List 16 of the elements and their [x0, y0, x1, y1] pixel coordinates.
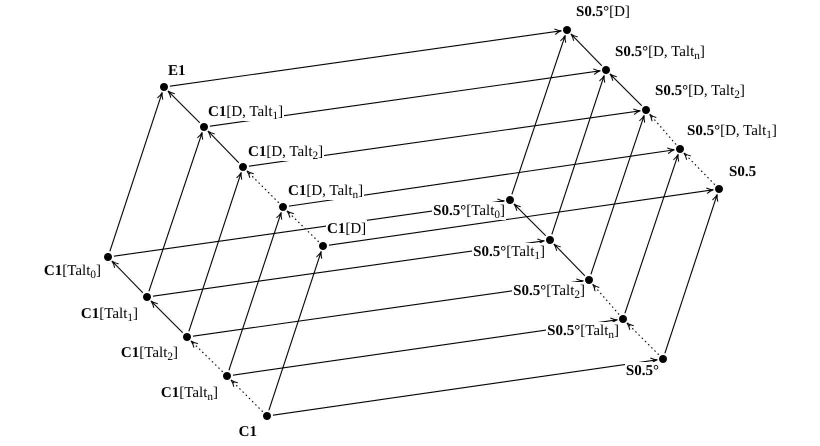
node-label: S0.5°[Talt$_{n}$] [546, 322, 620, 340]
node-label: C1[Talt$_{1}$] [80, 305, 139, 323]
node-label: C1[Talt$_{2}$] [120, 344, 179, 362]
node-label: S0.5°[D, Talt$_{2}$] [654, 82, 746, 100]
node-label: S0.5°[D, Talt$_{n}$] [614, 43, 706, 61]
node-label: S0.5°[D, Talt$_{1}$] [686, 122, 778, 140]
node-label: S0.5°[D] [575, 3, 631, 21]
node-label: C1[Talt$_{0}$] [42, 262, 102, 280]
node-label: C1[D, Talt$_{2}$] [247, 143, 324, 161]
node-label: C1[D] [326, 220, 368, 238]
node-label: S0.5°[Talt$_{1}$] [472, 243, 546, 261]
node-label: C1[Talt$_{n}$] [160, 384, 219, 402]
node-label: S0.5°[Talt$_{2}$] [512, 282, 586, 300]
node-label: C1[D, Talt$_{1}$] [207, 103, 284, 121]
node-label: S0.5°[Talt$_{0}$] [432, 202, 506, 220]
node-label: C1[D, Talt$_{n}$] [287, 182, 364, 200]
